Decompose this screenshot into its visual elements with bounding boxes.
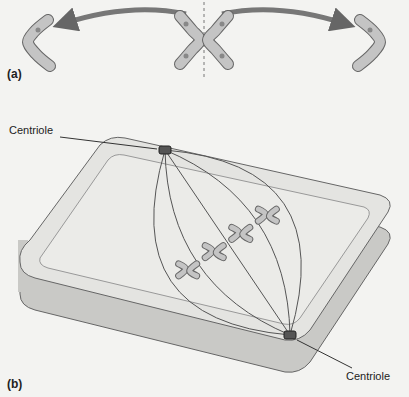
- cell: [18, 137, 390, 372]
- movement-arrow: [222, 10, 346, 24]
- part-label: Centriole: [345, 370, 391, 382]
- leader-line: [297, 340, 352, 368]
- chromosome: [28, 16, 380, 66]
- chromosome: [179, 209, 277, 276]
- spindle-fibers: [154, 150, 301, 335]
- part-label: Centriole: [8, 124, 54, 136]
- leader-line: [60, 137, 157, 149]
- centriole-symbol: [284, 331, 296, 339]
- movement-arrow: [62, 10, 186, 24]
- centriole-symbol: [159, 146, 171, 154]
- panel-label: (a): [6, 68, 23, 81]
- panel-label: (b): [6, 378, 23, 391]
